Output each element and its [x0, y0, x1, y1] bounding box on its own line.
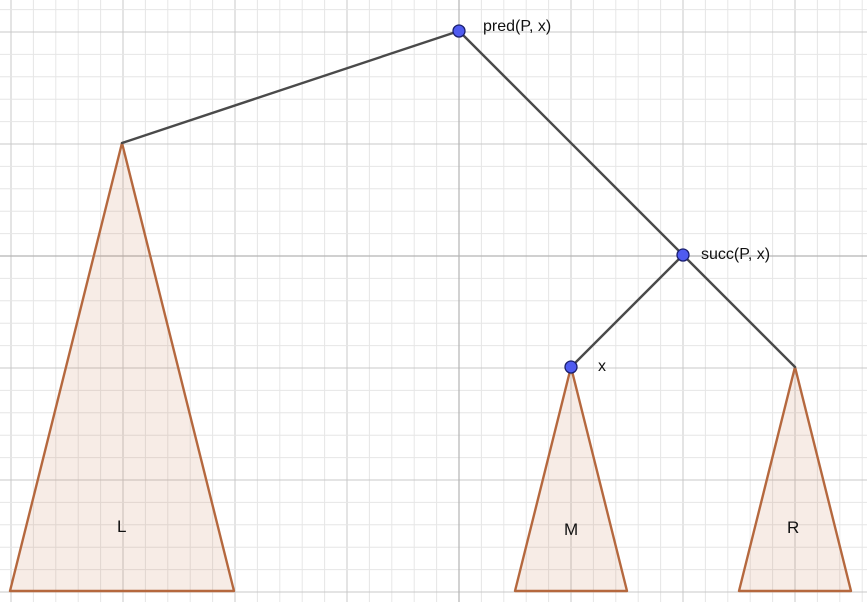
subtree-M-triangle[interactable]	[513, 365, 629, 593]
subtree-R-label: R	[787, 518, 799, 537]
label-succ: succ(P, x)	[701, 246, 770, 263]
subtree-L-triangle[interactable]	[8, 141, 236, 593]
edge-succ-to-x[interactable]	[569, 253, 685, 369]
edge-succ-to-r-apex[interactable]	[681, 253, 797, 369]
tree-points: pred(P, x) succ(P, x) x	[452, 18, 770, 375]
subtree-M-label: M	[564, 520, 578, 539]
point-pred[interactable]	[452, 24, 466, 38]
subtree-R-triangle[interactable]	[737, 365, 853, 593]
point-succ[interactable]	[676, 248, 690, 262]
point-x[interactable]	[564, 360, 578, 374]
label-x: x	[598, 358, 606, 375]
edge-root-to-l-apex[interactable]	[120, 29, 461, 145]
subtree-triangles: L M R	[8, 141, 853, 593]
edge-root-to-succ[interactable]	[457, 29, 685, 257]
label-pred: pred(P, x)	[483, 18, 551, 35]
tree-edges	[120, 29, 797, 369]
subtree-L-label: L	[117, 517, 126, 536]
